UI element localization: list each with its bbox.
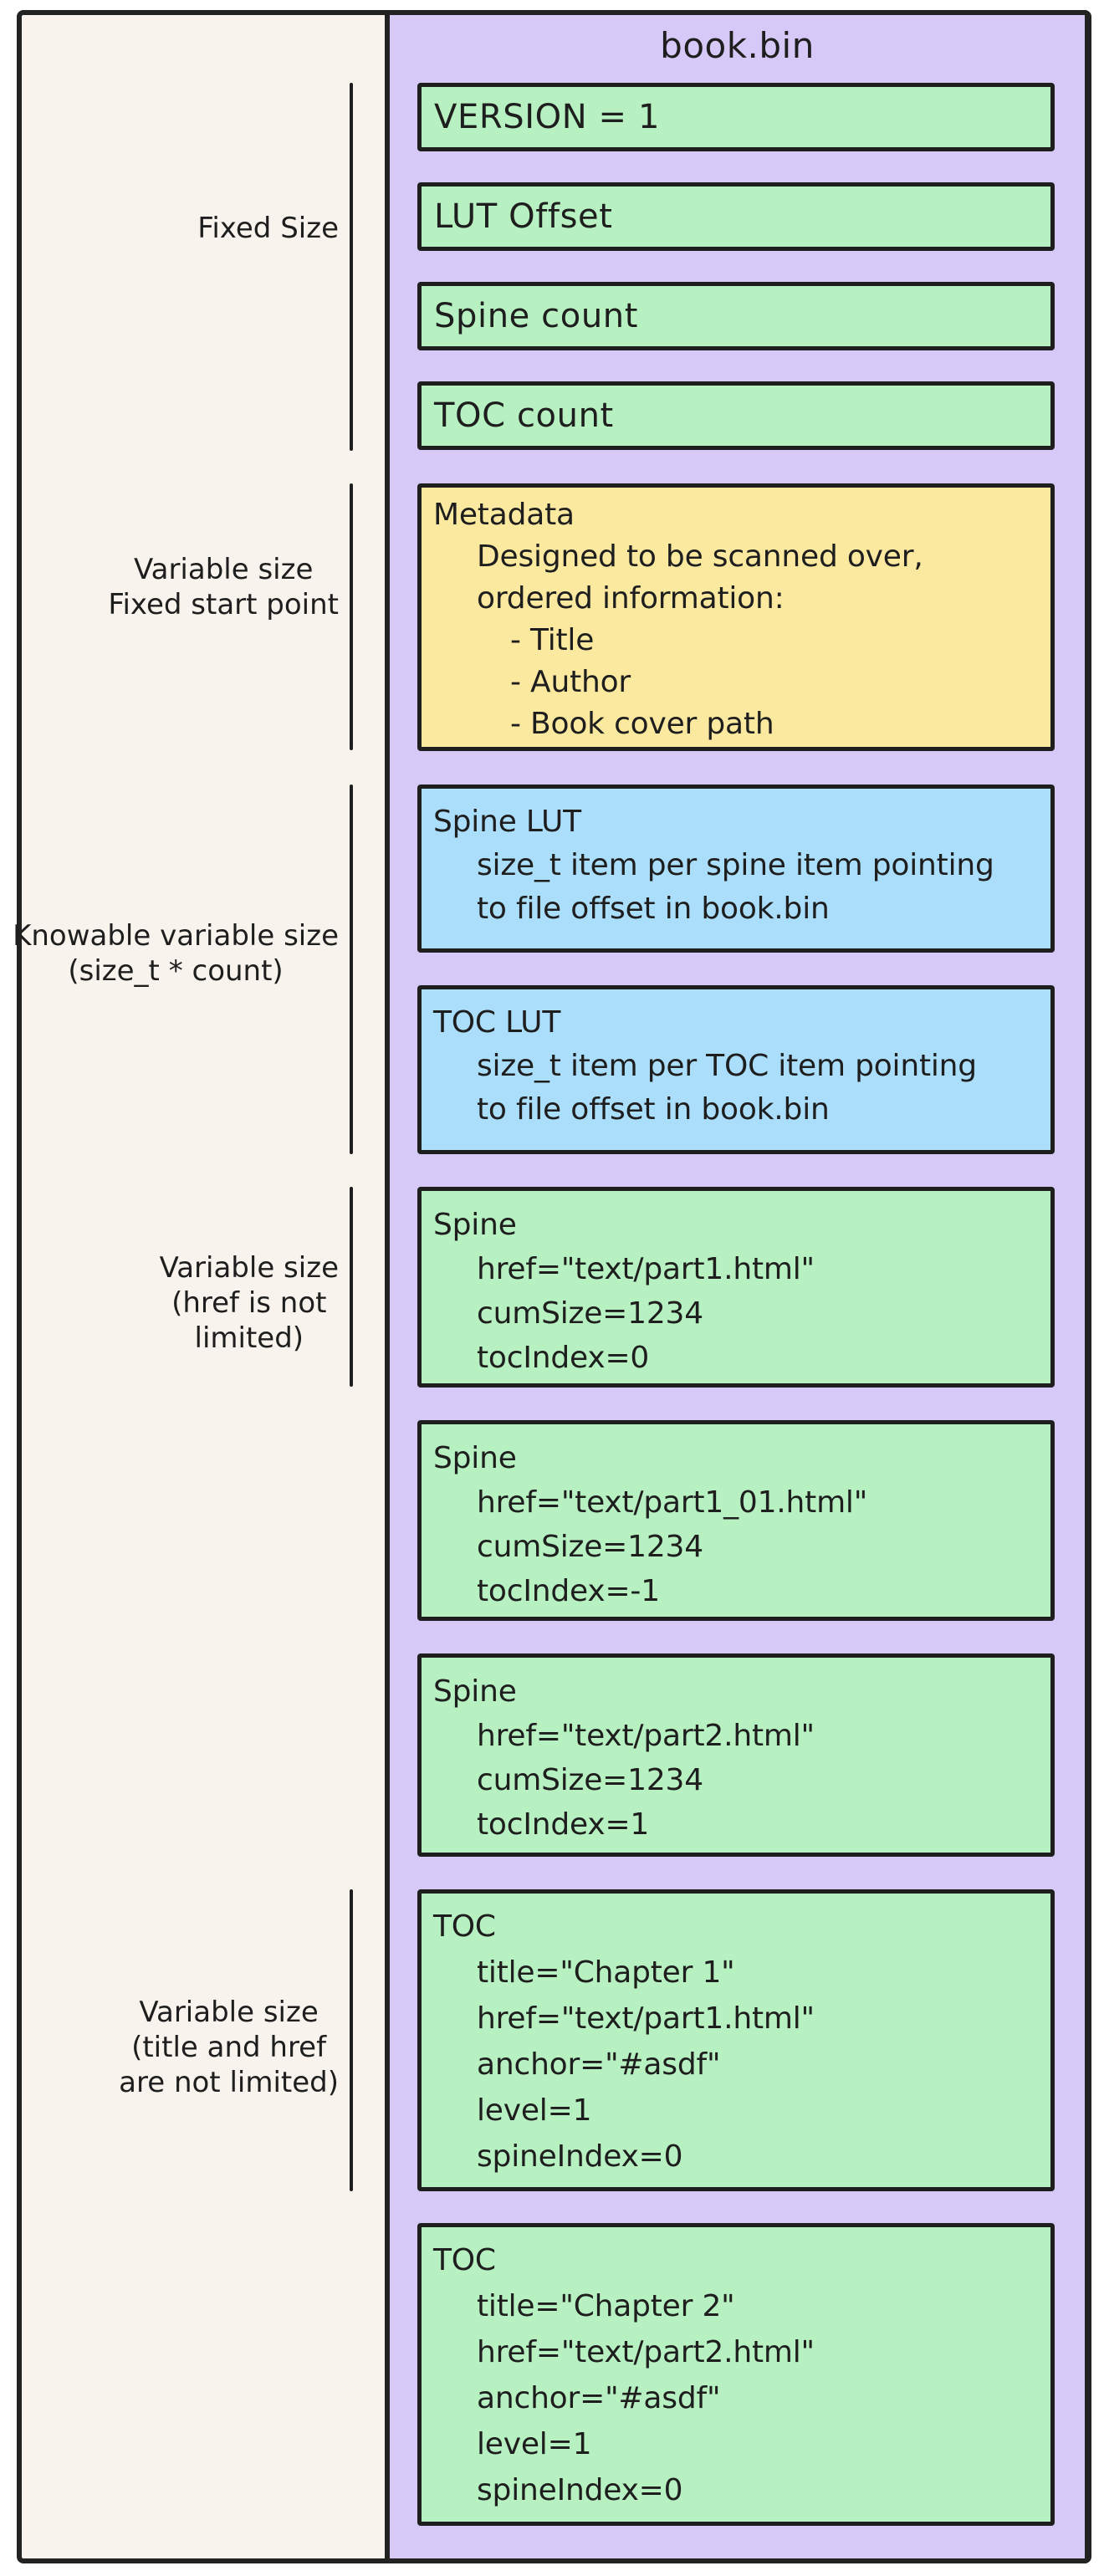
- bracket-variable-title-href: [350, 1889, 353, 2191]
- block-line: Designed to be scanned over,: [477, 539, 923, 574]
- side-label-line: (title and href: [131, 2031, 327, 2064]
- block-line: href="text/part1.html": [477, 1252, 815, 1286]
- block-line: href="text/part2.html": [477, 1719, 815, 1753]
- block-line: size_t item per TOC item pointing: [477, 1049, 977, 1083]
- block-line: tocIndex=0: [477, 1341, 650, 1375]
- block-line: size_t item per spine item pointing: [477, 848, 994, 882]
- block-line: - Author: [510, 665, 631, 699]
- block-line: anchor="#asdf": [477, 2047, 721, 2082]
- block-line: spineIndex=0: [477, 2139, 683, 2174]
- block-line: href="text/part1_01.html": [477, 1485, 868, 1520]
- side-label-line: Variable size: [139, 1996, 319, 2029]
- side-label-variable-fixed-start: Variable size Fixed start point: [108, 552, 339, 622]
- block-line: anchor="#asdf": [477, 2381, 721, 2415]
- block-spine-lut: Spine LUT size_t item per spine item poi…: [417, 785, 1055, 953]
- block-line: ordered information:: [477, 581, 785, 616]
- side-label-line: Variable size: [159, 1251, 339, 1285]
- block-title: TOC: [433, 1909, 496, 1944]
- block-line: title="Chapter 2": [477, 2289, 735, 2323]
- block-title: TOC LUT: [433, 1005, 561, 1040]
- bracket-variable-href: [350, 1187, 353, 1387]
- side-label-line: are not limited): [119, 2066, 339, 2099]
- side-label-fixed-size: Fixed Size: [197, 211, 339, 246]
- side-label-line: limited): [194, 1321, 304, 1355]
- block-spine-3: Spine href="text/part2.html" cumSize=123…: [417, 1653, 1055, 1857]
- block-line: href="text/part2.html": [477, 2335, 815, 2369]
- block-title: Spine: [433, 1208, 517, 1242]
- block-line: - Book cover path: [510, 707, 774, 741]
- side-label-variable-title-href: Variable size (title and href are not li…: [119, 1995, 339, 2100]
- block-title: Metadata: [433, 498, 575, 532]
- block-title: Spine LUT: [433, 805, 581, 839]
- block-lut-offset: LUT Offset: [417, 182, 1055, 251]
- block-line: to file offset in book.bin: [477, 892, 830, 926]
- block-title: TOC: [433, 2243, 496, 2277]
- block-line: tocIndex=-1: [477, 1574, 660, 1608]
- bracket-variable-fixed-start: [350, 483, 353, 750]
- block-title: Spine: [433, 1674, 517, 1709]
- block-toc-1: TOC title="Chapter 1" href="text/part1.h…: [417, 1889, 1055, 2191]
- block-line: spineIndex=0: [477, 2473, 683, 2507]
- block-line: level=1: [477, 2093, 592, 2128]
- block-toc-lut: TOC LUT size_t item per TOC item pointin…: [417, 985, 1055, 1154]
- side-label-line: Variable size: [133, 553, 314, 586]
- side-label-knowable-variable: Knowable variable size (size_t * count): [13, 918, 339, 989]
- side-label-variable-href: Variable size (href is not limited): [160, 1250, 339, 1356]
- block-line: href="text/part1.html": [477, 2001, 815, 2036]
- page-title: book.bin: [660, 25, 815, 66]
- block-line: title="Chapter 1": [477, 1955, 735, 1990]
- block-toc-2: TOC title="Chapter 2" href="text/part2.h…: [417, 2223, 1055, 2526]
- side-label-line: Fixed Size: [197, 212, 339, 245]
- block-spine-1: Spine href="text/part1.html" cumSize=123…: [417, 1187, 1055, 1388]
- side-label-line: (href is not: [171, 1286, 327, 1320]
- block-line: - Title: [510, 623, 595, 657]
- side-label-line: Knowable variable size: [13, 919, 339, 953]
- field-label: VERSION = 1: [434, 98, 661, 136]
- block-line: cumSize=1234: [477, 1296, 703, 1331]
- field-label: LUT Offset: [434, 197, 613, 236]
- bracket-knowable-variable: [350, 785, 353, 1154]
- block-line: to file offset in book.bin: [477, 1092, 830, 1127]
- bracket-fixed-size: [350, 83, 353, 451]
- block-spine-2: Spine href="text/part1_01.html" cumSize=…: [417, 1420, 1055, 1621]
- block-line: level=1: [477, 2427, 592, 2461]
- block-title: Spine: [433, 1441, 517, 1475]
- block-line: tocIndex=1: [477, 1807, 650, 1842]
- field-label: TOC count: [434, 396, 614, 435]
- block-version: VERSION = 1: [417, 83, 1055, 151]
- block-metadata: Metadata Designed to be scanned over, or…: [417, 483, 1055, 751]
- side-label-line: (size_t * count): [68, 954, 284, 988]
- field-label: Spine count: [434, 297, 639, 335]
- block-spine-count: Spine count: [417, 282, 1055, 350]
- side-label-line: Fixed start point: [108, 588, 339, 621]
- block-line: cumSize=1234: [477, 1763, 703, 1797]
- block-toc-count: TOC count: [417, 381, 1055, 450]
- block-line: cumSize=1234: [477, 1530, 703, 1564]
